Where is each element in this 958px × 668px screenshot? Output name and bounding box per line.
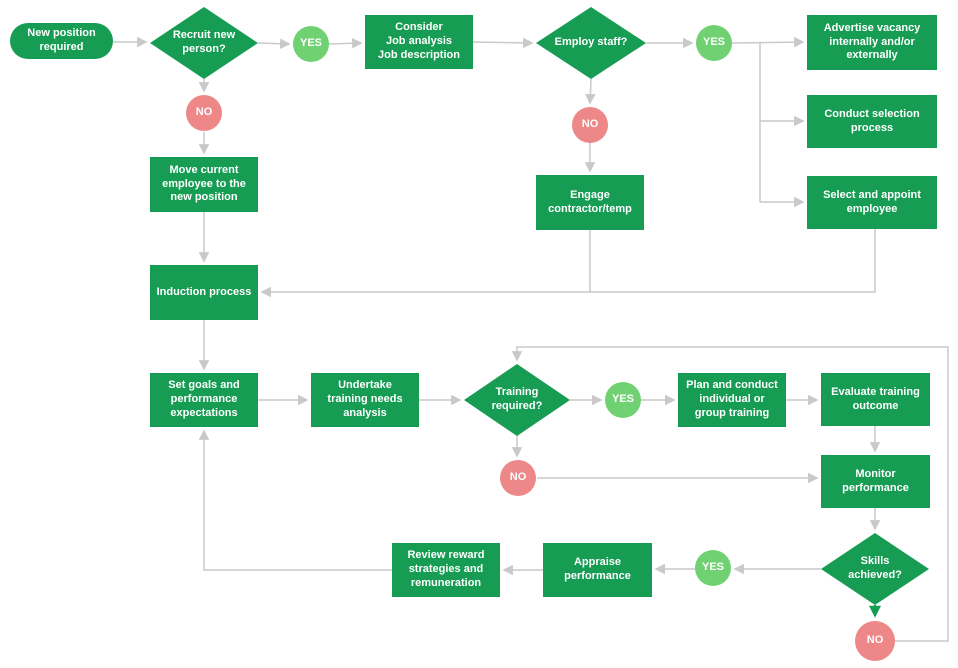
edge-consider-employ — [472, 37, 534, 49]
process-set-goals: Set goals and performance expectations — [150, 373, 258, 427]
process-appraise-performance: Appraise performance — [543, 543, 652, 597]
edge-employ-no — [585, 78, 596, 105]
edge-review-setgoals-loop — [198, 429, 392, 571]
process-select-appoint-employee: Select and appoint employee — [807, 176, 937, 229]
no-badge-recruit: NO — [186, 95, 222, 131]
process-evaluate-training: Evaluate training outcome — [821, 373, 930, 426]
process-plan-conduct-training: Plan and conduct individual or group tra… — [678, 373, 786, 427]
terminator-new-position-required: New position required — [10, 23, 113, 59]
yes-badge-skills: YES — [695, 550, 731, 586]
process-engage-contractor: Engage contractor/temp — [536, 175, 644, 230]
process-conduct-selection: Conduct selection process — [807, 95, 937, 148]
yes-badge-recruit: YES — [293, 26, 329, 62]
edge-recruit-yes — [257, 38, 291, 49]
edge-yes-consider — [328, 38, 363, 49]
yes-badge-training: YES — [605, 382, 641, 418]
process-review-reward: Review reward strategies and remuneratio… — [392, 543, 500, 597]
process-induction: Induction process — [150, 265, 258, 320]
edge-select-induction — [260, 229, 876, 298]
process-training-needs-analysis: Undertake training needs analysis — [311, 373, 419, 427]
edge-no-training-loop — [511, 346, 949, 642]
process-monitor-performance: Monitor performance — [821, 455, 930, 508]
process-move-current-employee: Move current employee to the new positio… — [150, 157, 258, 212]
process-advertise-vacancy: Advertise vacancy internally and/or exte… — [807, 15, 937, 70]
no-badge-skills: NO — [855, 621, 895, 661]
process-consider-job-analysis: Consider Job analysis Job description — [365, 15, 473, 69]
no-badge-training: NO — [500, 460, 536, 496]
edge-yes-advertise — [731, 36, 805, 48]
no-badge-employ: NO — [572, 107, 608, 143]
yes-badge-employ: YES — [696, 25, 732, 61]
